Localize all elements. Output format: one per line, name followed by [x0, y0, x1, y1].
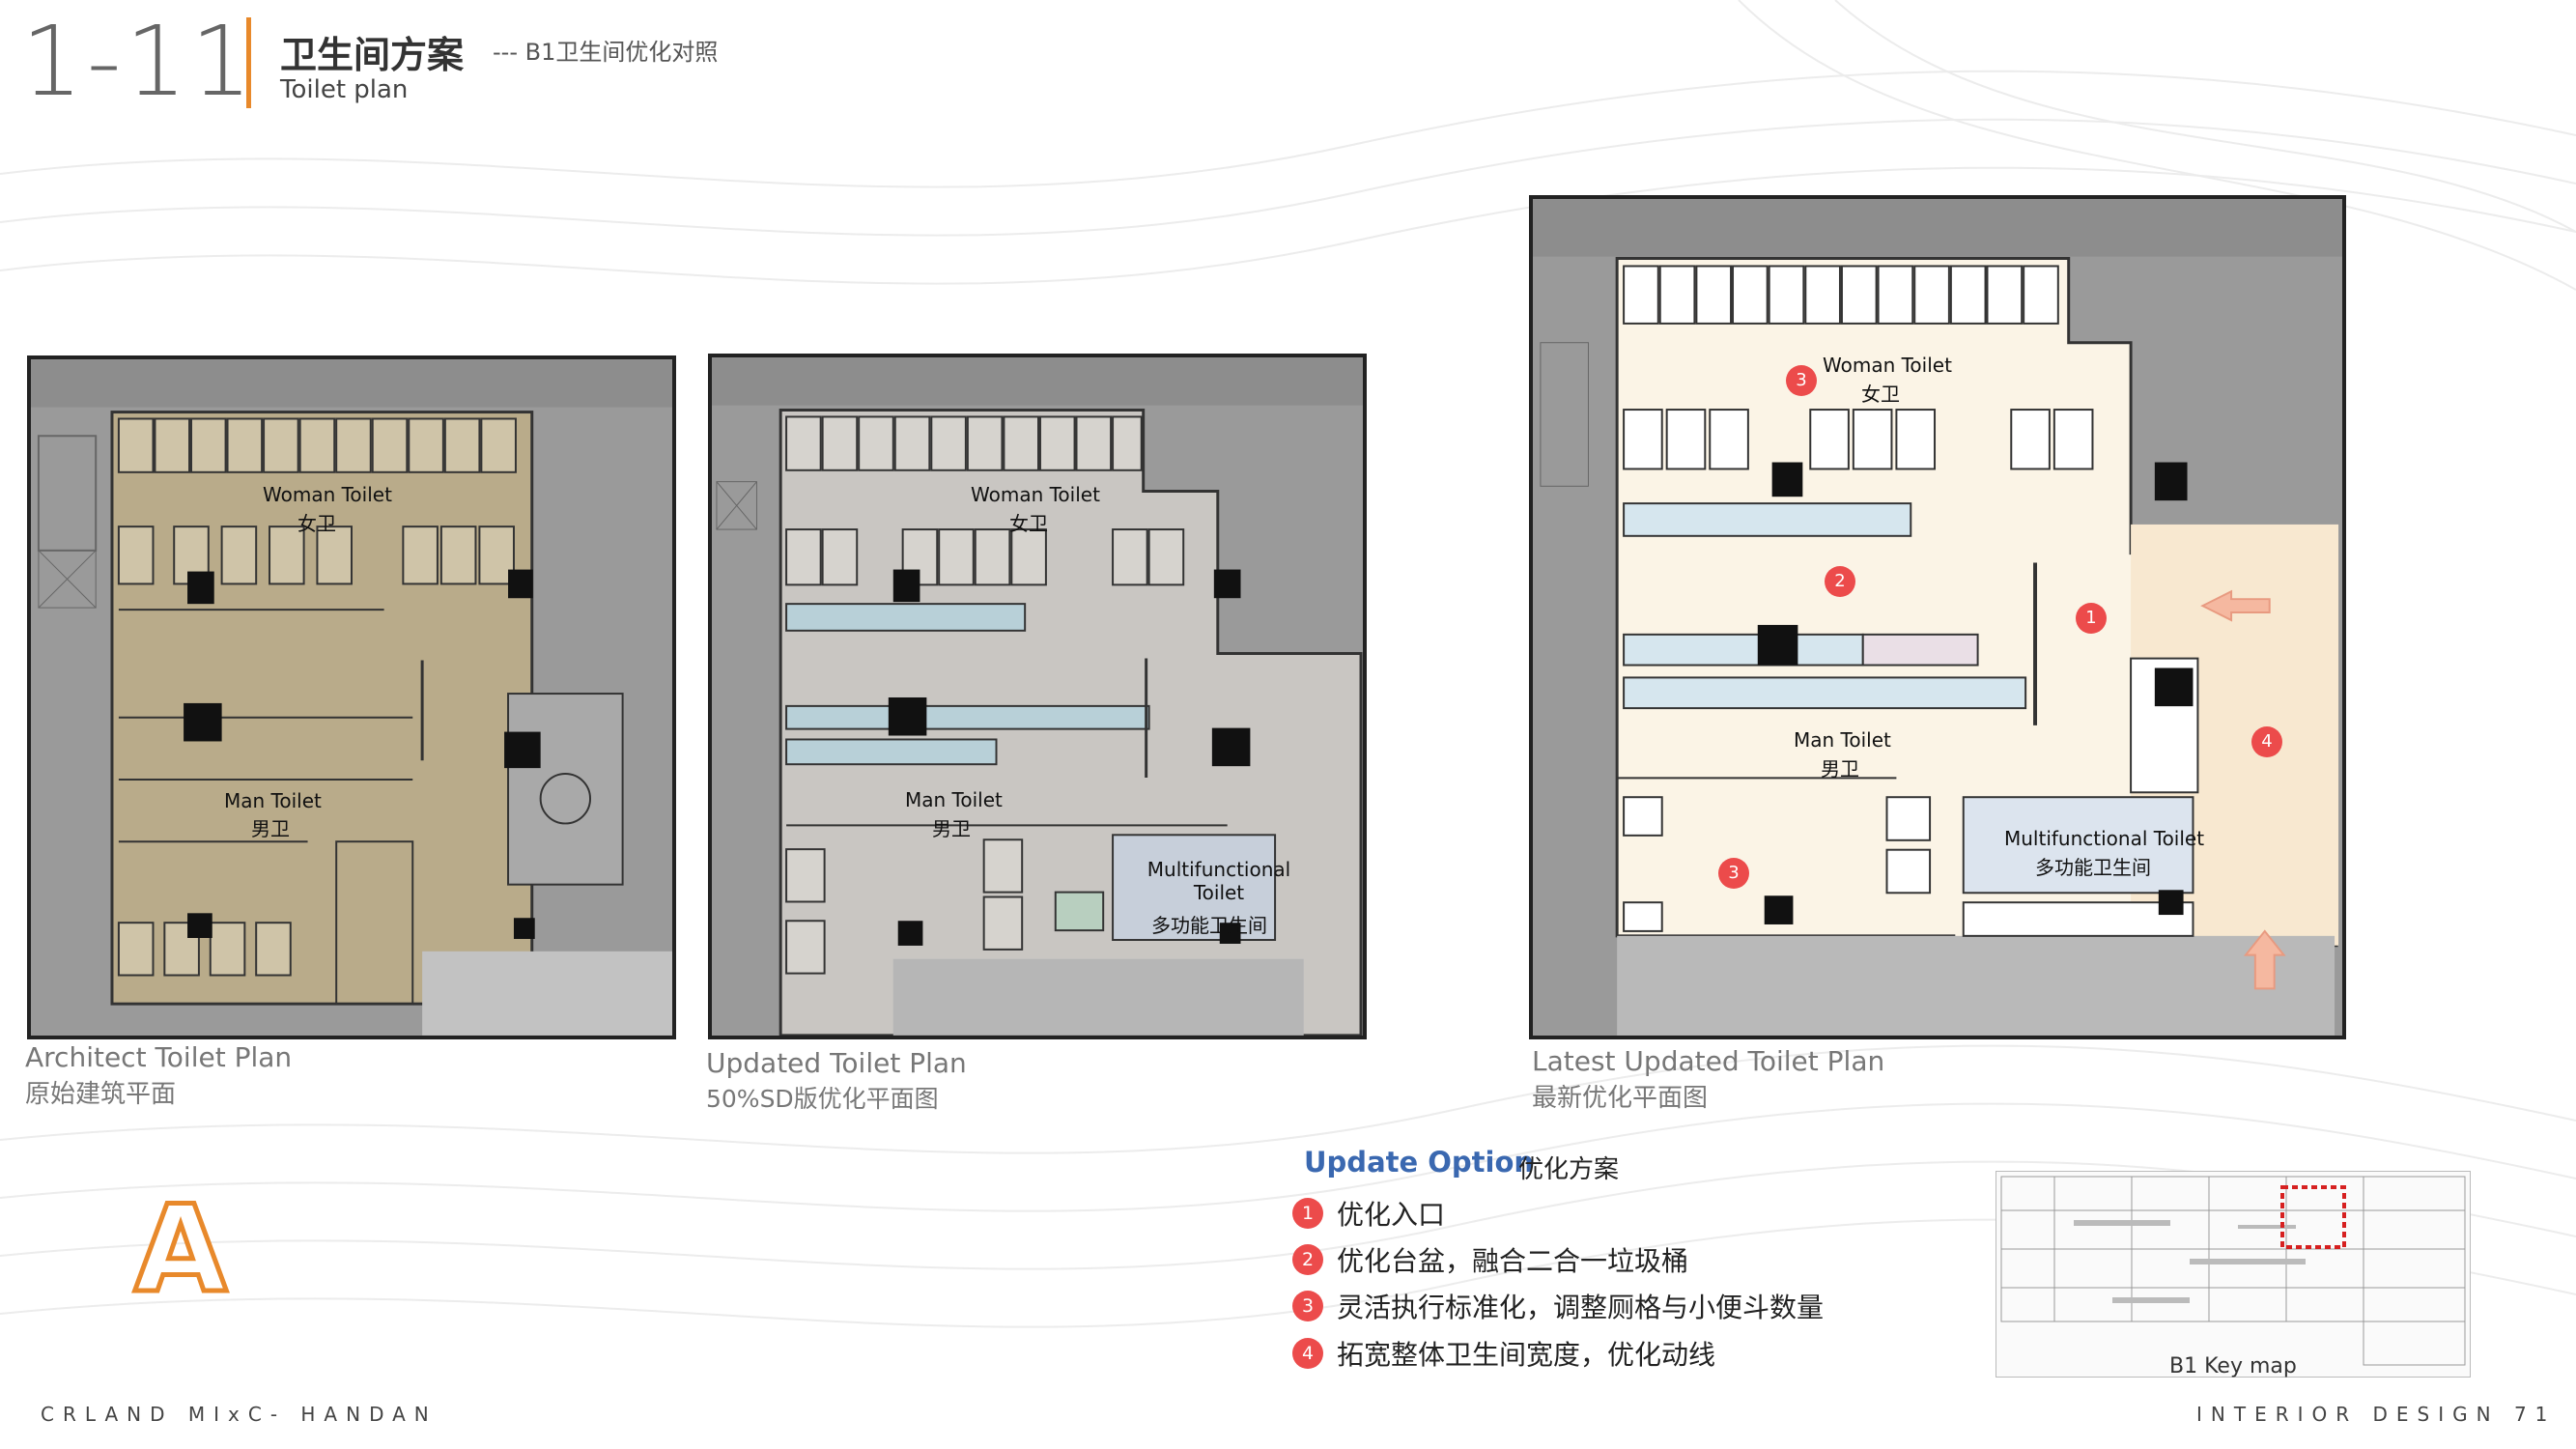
- svg-text:A: A: [134, 1186, 227, 1302]
- man-toilet-label: Man Toilet: [905, 788, 1003, 811]
- man-toilet-label-cn: 男卫: [251, 817, 290, 840]
- multifunctional-toilet-label: Multifunctional Toilet: [2004, 827, 2205, 850]
- multifunctional-toilet-label: Multifunctional Toilet: [1146, 858, 1291, 904]
- b1-key-map: [1996, 1171, 2471, 1378]
- updated-toilet-plan: Woman Toilet 女卫 Man Toilet 男卫 Multifunct…: [708, 354, 1367, 1039]
- option-text: 拓宽整体卫生间宽度，优化动线: [1337, 1339, 1716, 1371]
- a-letter-logo-icon: A: [132, 1186, 230, 1302]
- update-option-title: Update Option: [1304, 1146, 1535, 1179]
- option-number: 4: [1292, 1338, 1323, 1369]
- option-item-3: 3 灵活执行标准化，调整厕格与小便斗数量: [1292, 1289, 1824, 1323]
- architect-plan-caption-cn: 原始建筑平面: [25, 1080, 177, 1109]
- woman-toilet-label: Woman Toilet: [1823, 354, 1952, 377]
- man-toilet-label: Man Toilet: [224, 789, 322, 812]
- multifunctional-toilet-label-cn: 多功能卫生间: [2035, 856, 2151, 879]
- page-title-en: Toilet plan: [280, 75, 409, 104]
- woman-toilet-label-cn: 女卫: [297, 512, 336, 535]
- marker-4: 4: [2251, 726, 2282, 757]
- latest-toilet-plan: Woman Toilet 女卫 Man Toilet 男卫 Multifunct…: [1529, 195, 2346, 1039]
- option-item-1: 1 优化入口: [1292, 1196, 1445, 1231]
- woman-toilet-label-cn: 女卫: [1009, 512, 1048, 535]
- woman-toilet-label-cn: 女卫: [1861, 383, 1900, 406]
- marker-2: 2: [1825, 566, 1855, 597]
- marker-3-woman: 3: [1786, 365, 1817, 396]
- latest-plan-caption-cn: 最新优化平面图: [1532, 1084, 1709, 1113]
- update-option-title-cn: 优化方案: [1518, 1155, 1620, 1184]
- woman-toilet-label: Woman Toilet: [263, 483, 392, 506]
- architect-plan-caption: Architect Toilet Plan: [25, 1041, 293, 1073]
- latest-plan-caption: Latest Updated Toilet Plan: [1532, 1045, 1885, 1077]
- man-toilet-label: Man Toilet: [1794, 728, 1891, 752]
- marker-3-man: 3: [1718, 858, 1749, 889]
- option-number: 3: [1292, 1291, 1323, 1321]
- footer-page-label: INTERIOR DESIGN 71: [2196, 1403, 2557, 1426]
- updated-plan-caption: Updated Toilet Plan: [706, 1047, 967, 1079]
- multifunctional-toilet-label-cn: 多功能卫生间: [1151, 914, 1267, 937]
- updated-plan-caption-cn: 50%SD版优化平面图: [706, 1085, 939, 1113]
- marker-1: 1: [2076, 603, 2107, 634]
- option-item-2: 2 优化台盆，融合二合一垃圾桶: [1292, 1242, 1688, 1277]
- man-toilet-label-cn: 男卫: [1821, 757, 1859, 781]
- latest-plan-drawing: [1533, 199, 2342, 1036]
- woman-toilet-label: Woman Toilet: [971, 483, 1100, 506]
- page-subtitle: --- B1卫生间优化对照: [493, 39, 719, 66]
- page-title: 卫生间方案: [280, 34, 465, 76]
- footer-project-name: CRLAND MIxC- HANDAN: [41, 1403, 438, 1426]
- man-toilet-label-cn: 男卫: [932, 817, 971, 840]
- option-number: 1: [1292, 1198, 1323, 1229]
- section-number: 1-11: [21, 5, 256, 118]
- key-map-drawing: [2000, 1176, 2466, 1366]
- architect-toilet-plan: Woman Toilet 女卫 Man Toilet 男卫: [27, 355, 676, 1039]
- option-text: 优化入口: [1337, 1199, 1446, 1231]
- option-text: 优化台盆，融合二合一垃圾桶: [1337, 1245, 1689, 1277]
- architect-plan-drawing: [31, 359, 672, 1036]
- option-item-4: 4 拓宽整体卫生间宽度，优化动线: [1292, 1336, 1715, 1371]
- key-map-label: B1 Key map: [2169, 1354, 2297, 1378]
- updated-plan-drawing: [712, 357, 1363, 1036]
- option-text: 灵活执行标准化，调整厕格与小便斗数量: [1337, 1292, 1825, 1323]
- header-accent-bar: [246, 17, 251, 108]
- option-number: 2: [1292, 1244, 1323, 1275]
